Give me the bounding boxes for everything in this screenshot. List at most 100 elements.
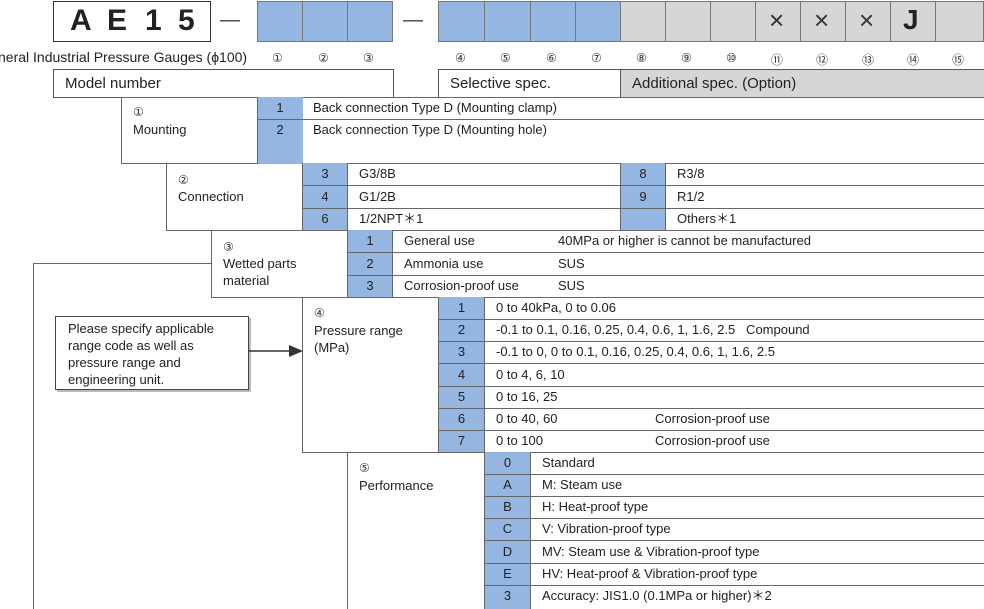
pointer-arrow-icon — [249, 345, 303, 357]
wetted-use-2: Ammonia use — [404, 256, 484, 271]
performance-code-b: B — [503, 499, 512, 514]
pressure-divider-4 — [438, 386, 984, 387]
slot-2 — [302, 1, 348, 42]
performance-code-0: 0 — [503, 455, 512, 470]
position-number-6: ⑥ — [546, 51, 557, 65]
pressure-label-line2: (MPa) — [314, 340, 350, 355]
model-number-label: Model number — [65, 75, 161, 92]
pressure-extra-6: Corrosion-proof use — [655, 411, 770, 426]
position-number-9: ⑨ — [681, 51, 692, 65]
slot-10 — [710, 1, 756, 42]
connection-divider-2 — [302, 208, 984, 209]
performance-code-column — [484, 452, 531, 609]
position-number-5: ⑤ — [500, 51, 511, 65]
pressure-divider-3 — [438, 363, 984, 364]
prefix-digit-5: 5 — [178, 4, 195, 37]
series-title: neral Industrial Pressure Gauges (ϕ100) — [0, 49, 248, 65]
connection-desc-8: R3/8 — [677, 166, 705, 181]
pressure-divider-5 — [438, 408, 984, 409]
pressure-divider-2 — [438, 341, 984, 342]
connection-code-column-left — [302, 163, 348, 230]
slot-1 — [257, 1, 303, 42]
pressure-range-2: -0.1 to 0.1, 0.16, 0.25, 0.4, 0.6, 1, 1.… — [496, 322, 810, 337]
position-number-2: ② — [318, 51, 329, 65]
position-number-1: ① — [272, 51, 283, 65]
connection-code-column-right — [620, 163, 666, 230]
performance-code-e: E — [503, 566, 512, 581]
pressure-divider-6 — [438, 430, 984, 431]
slot-11 — [755, 1, 801, 42]
pressure-code-2: 2 — [457, 322, 466, 337]
prefix-digit-1: 1 — [145, 4, 162, 37]
slot-7 — [575, 1, 621, 42]
mounting-code-1: 1 — [276, 100, 284, 115]
note-box — [55, 316, 249, 390]
pressure-section — [302, 297, 984, 453]
mounting-label: Mounting — [133, 122, 187, 137]
slot-14 — [890, 1, 936, 42]
performance-desc-c: V: Vibration-proof type — [542, 521, 671, 536]
fixed-mark-13: × — [859, 5, 875, 35]
position-number-8: ⑧ — [636, 51, 647, 65]
connection-section — [166, 163, 984, 231]
performance-divider-4 — [484, 540, 984, 541]
pressure-range-1: 0 to 40kPa, 0 to 0.06 — [496, 300, 616, 315]
wetted-note-2: SUS — [558, 256, 585, 271]
position-number-10: ⑩ — [726, 51, 737, 65]
note-line-4: engineering unit. — [68, 372, 165, 387]
position-number-15: ⑮ — [952, 53, 965, 67]
wetted-label-line1: Wetted parts — [223, 256, 297, 271]
performance-section — [347, 452, 984, 609]
connection-desc-others: Others＊1 — [677, 211, 737, 226]
prefix-letter-e: E — [107, 4, 128, 37]
pressure-code-3: 3 — [457, 344, 466, 359]
wetted-code-3: 3 — [366, 278, 374, 293]
pressure-label-line1: Pressure range — [314, 323, 403, 338]
mounting-desc-1: Back connection Type D (Mounting clamp) — [313, 100, 557, 115]
fixed-mark-11: × — [769, 5, 785, 35]
slot-6 — [530, 1, 576, 42]
wetted-code-2: 2 — [366, 256, 374, 271]
selective-spec-label: Selective spec. — [450, 75, 551, 92]
pressure-code-1: 1 — [457, 300, 466, 315]
wetted-divider-2 — [347, 275, 984, 276]
left-bracket-top — [33, 263, 212, 264]
connection-desc-4: G1/2B — [359, 189, 396, 204]
pressure-code-4: 4 — [457, 367, 466, 382]
performance-code-3: 3 — [503, 588, 512, 603]
performance-divider-3 — [484, 518, 984, 519]
wetted-code-column — [347, 230, 393, 297]
pressure-range-5: 0 to 16, 25 — [496, 389, 558, 404]
mounting-number: ① — [133, 105, 144, 119]
pressure-code-column — [438, 297, 485, 452]
performance-desc-d: MV: Steam use & Vibration-proof type — [542, 544, 760, 559]
pressure-number: ④ — [314, 306, 325, 320]
slot-3 — [347, 1, 393, 42]
pressure-code-7: 7 — [457, 433, 466, 448]
additional-spec-label: Additional spec. (Option) — [632, 75, 797, 92]
performance-code-a: A — [503, 477, 512, 492]
fixed-mark-12: × — [814, 5, 830, 35]
wetted-note-3: SUS — [558, 278, 585, 293]
slot-15 — [935, 1, 984, 42]
position-number-11: ⑪ — [771, 53, 784, 67]
slot-8 — [620, 1, 666, 42]
connection-number: ② — [178, 173, 189, 187]
performance-code-d: D — [502, 544, 513, 559]
performance-desc-3: Accuracy: JIS1.0 (0.1MPa or higher)＊2 — [542, 588, 772, 603]
connection-desc-6: 1/2NPT＊1 — [359, 211, 424, 226]
connection-divider-1 — [302, 185, 984, 186]
performance-desc-a: M: Steam use — [542, 477, 623, 492]
wetted-divider-1 — [347, 252, 984, 253]
connection-code-9: 9 — [639, 189, 647, 204]
performance-divider-5 — [484, 563, 984, 564]
connection-code-3: 3 — [321, 166, 329, 181]
connection-desc-9: R1/2 — [677, 189, 705, 204]
selective-spec-legend — [438, 69, 621, 98]
note-line-3: pressure range and — [68, 355, 181, 370]
performance-number: ⑤ — [359, 461, 370, 475]
position-number-3: ③ — [363, 51, 374, 65]
dash-separator: — — [220, 9, 240, 31]
pressure-divider-1 — [438, 319, 984, 320]
connection-label: Connection — [178, 189, 244, 204]
